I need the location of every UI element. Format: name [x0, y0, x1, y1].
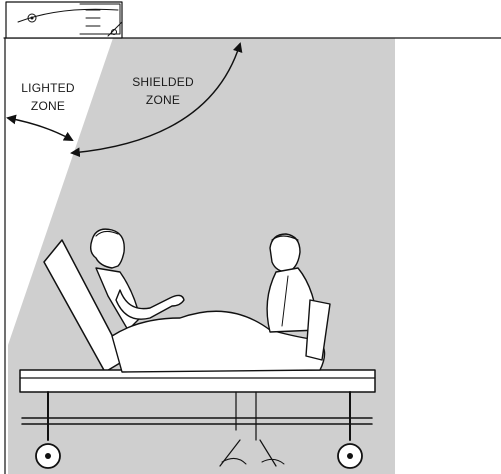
chair-icon — [219, 299, 331, 467]
lighted-zone-arrow-icon — [6, 114, 74, 141]
lighted-zone-label-line1: LIGHTED — [21, 81, 75, 95]
shielded-zone-arrow-icon — [70, 42, 243, 158]
lighted-zone-label-line2: ZONE — [31, 99, 65, 113]
shielded-zone-label-line1: SHIELDED — [132, 75, 194, 89]
luminaire-icon — [5, 1, 123, 39]
shielded-zone-label-line2: ZONE — [146, 93, 180, 107]
visitor-icon — [266, 233, 319, 333]
bed-icon — [19, 239, 376, 469]
